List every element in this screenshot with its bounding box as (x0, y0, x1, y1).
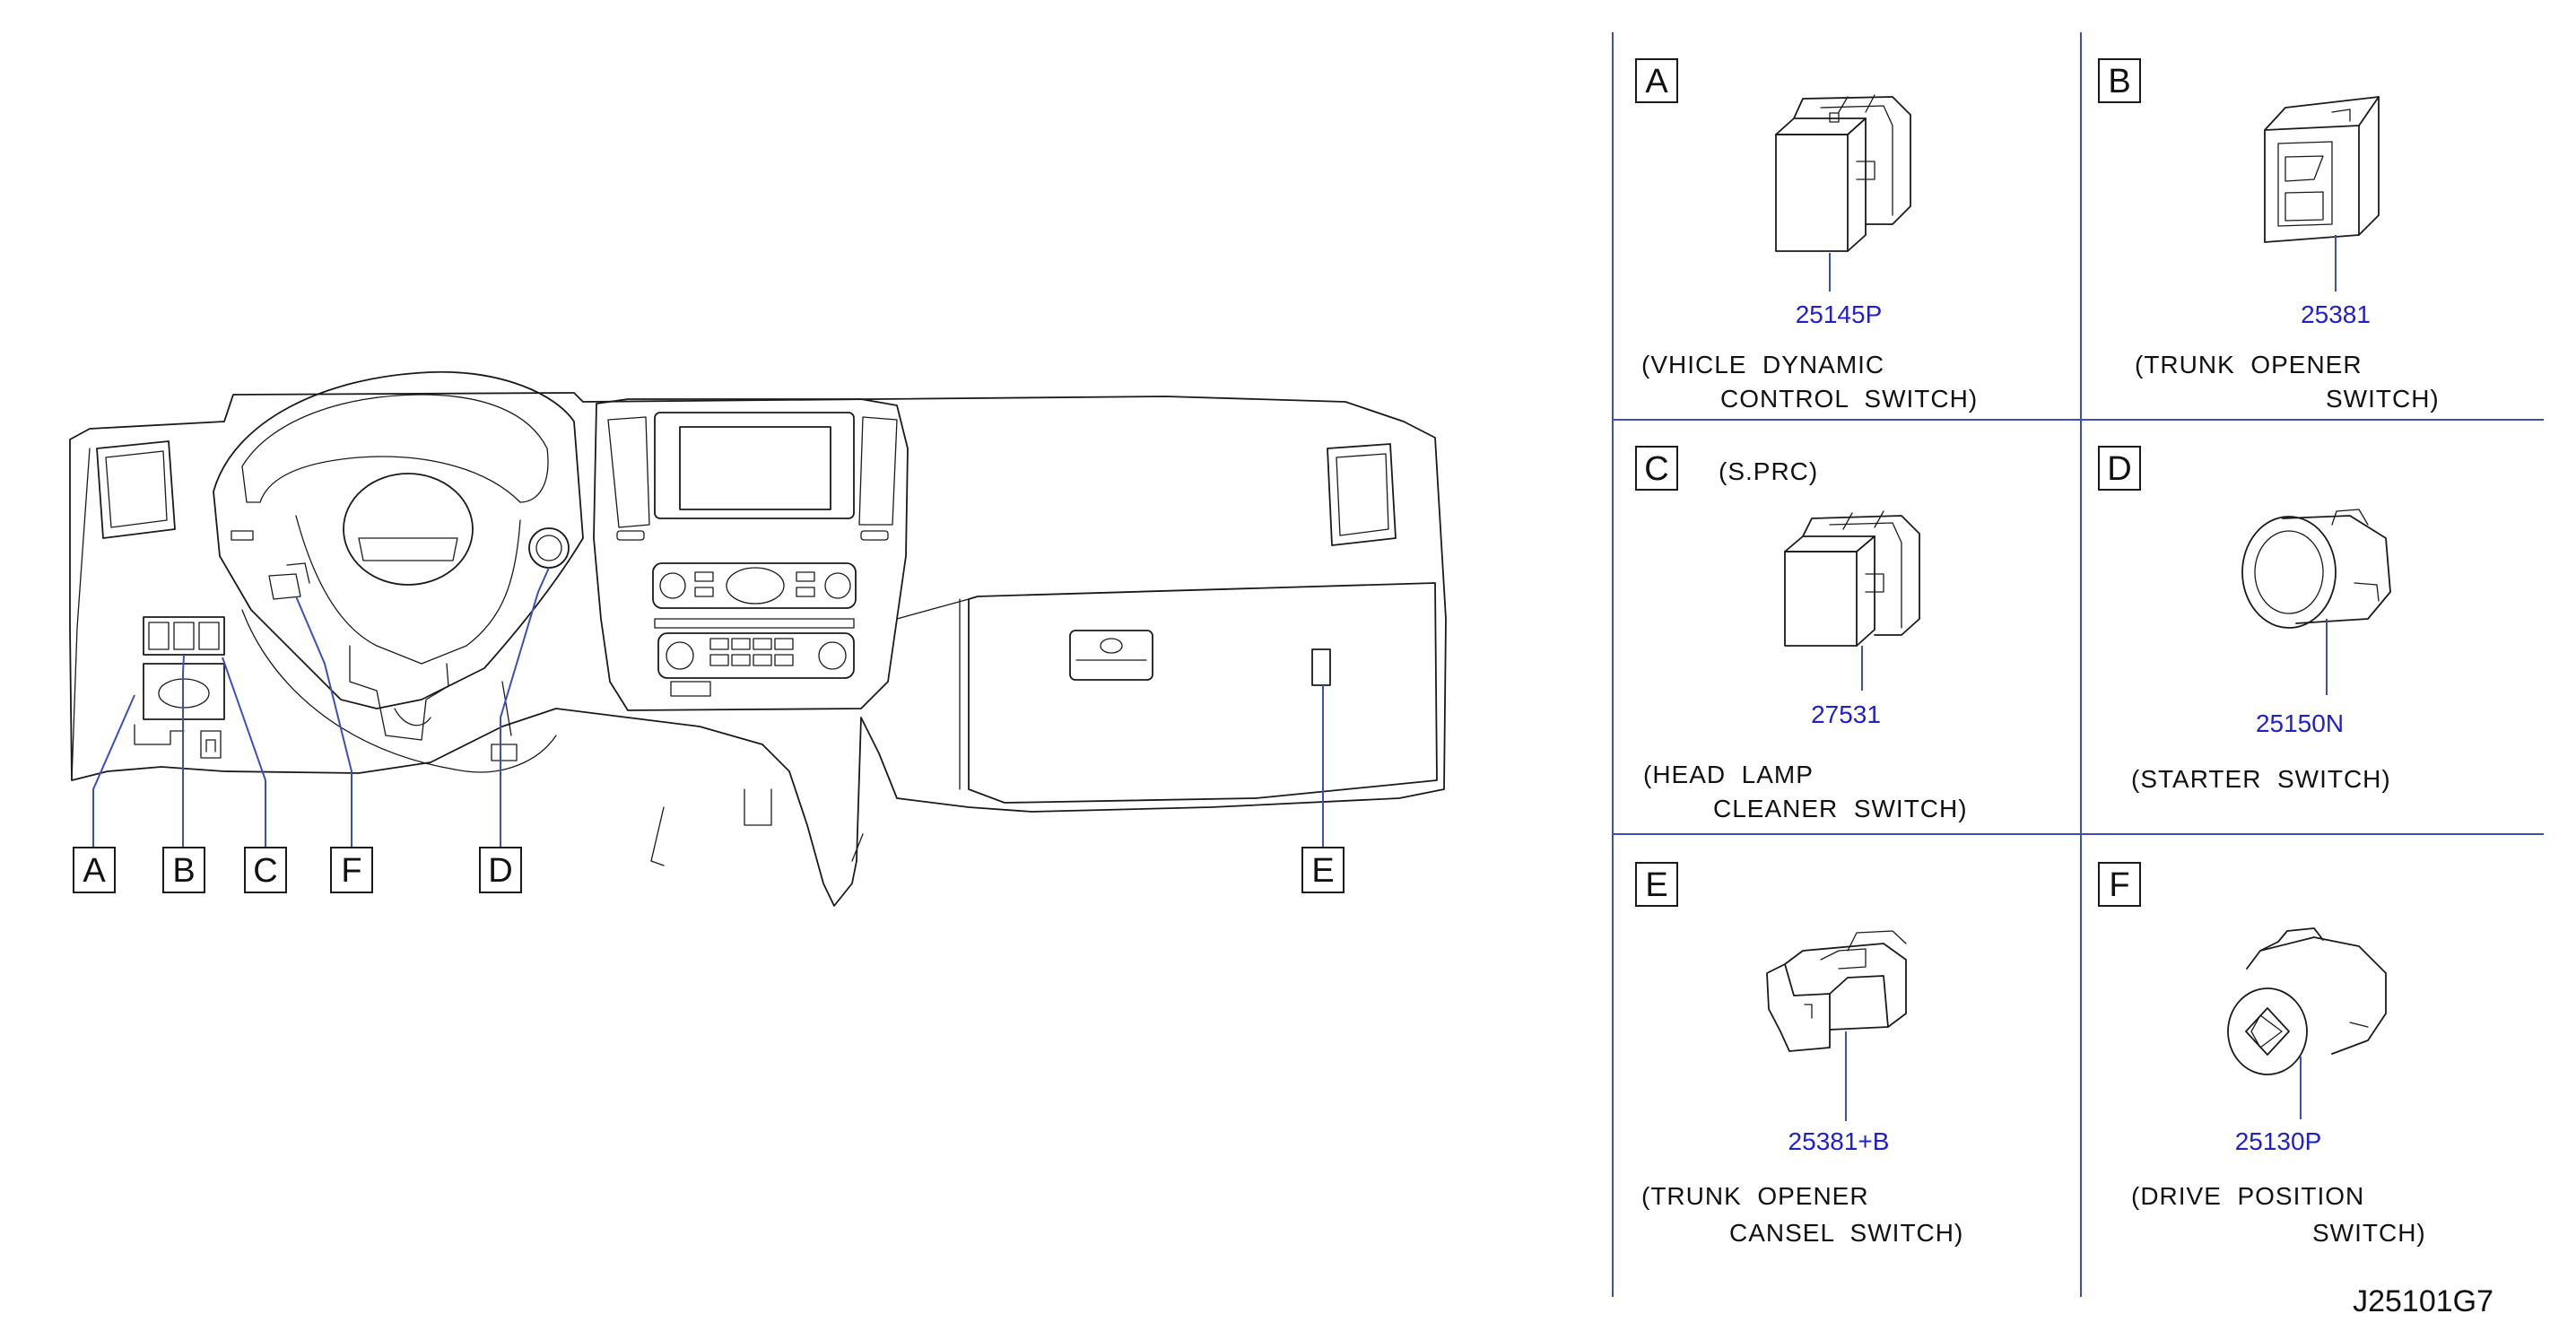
dashboard-illustration (69, 370, 1447, 907)
panel-C: C (S.PRC) 27531 (HEAD LAMP CLEANER SWITC… (1635, 446, 1968, 822)
panel-A: A 25145P (VHICLE DYNAMIC CONTROL SWITCH) (1635, 58, 1978, 413)
callout-F: F (330, 847, 373, 893)
part-number: 25381+B (1788, 1127, 1890, 1155)
drive-position-switch-icon (2227, 927, 2387, 1075)
panel-letter: E (1645, 866, 1667, 904)
panel-letter: B (2108, 63, 2130, 100)
head-lamp-cleaner-switch-icon (1784, 510, 1920, 647)
panel-E: E 25381+B (TRUNK OPENER CANSEL SWITCH) (1635, 862, 1963, 1247)
part-number: 27531 (1811, 700, 1881, 728)
callout-label: A (83, 852, 106, 890)
part-desc-line1: (TRUNK OPENER (1641, 1182, 1869, 1210)
panel-letter: A (1645, 63, 1668, 100)
part-desc-line2: CANSEL SWITCH) (1729, 1219, 1963, 1247)
callout-A: A (73, 847, 116, 893)
leader-lines (92, 567, 1324, 848)
panel-letter: D (2107, 450, 2131, 488)
callout-C: C (244, 847, 287, 893)
part-desc-line2: CLEANER SWITCH) (1713, 795, 1968, 822)
vdc-switch-icon (1775, 94, 1911, 252)
part-number: 25150N (2256, 709, 2344, 737)
starter-switch-icon (2241, 509, 2391, 629)
part-number: 25145P (1796, 300, 1883, 328)
part-desc-line1: (HEAD LAMP (1643, 761, 1814, 788)
trunk-opener-switch-icon (2264, 96, 2380, 243)
part-desc-line1: (VHICLE DYNAMIC (1641, 351, 1884, 378)
callout-label: E (1311, 852, 1334, 890)
callout-label: C (253, 852, 277, 890)
parts-grid-lines (1612, 32, 2544, 1297)
panel-letter: C (1644, 450, 1668, 488)
part-desc-line1: (TRUNK OPENER (2135, 351, 2363, 378)
part-number: 25130P (2235, 1127, 2322, 1155)
callout-E: E (1301, 847, 1345, 893)
callout-D: D (479, 847, 522, 893)
panel-B: B 25381 (TRUNK OPENER SWITCH) (2098, 58, 2440, 413)
panel-D: D 25150N (STARTER SWITCH) (2098, 446, 2391, 793)
part-note: (S.PRC) (1719, 457, 1818, 485)
callout-label: D (488, 852, 512, 890)
part-desc-line1: (STARTER SWITCH) (2131, 765, 2391, 793)
panel-letter: F (2109, 866, 2129, 904)
diagram-code: J25101G7 (2353, 1284, 2493, 1318)
trunk-opener-cancel-switch-icon (1766, 930, 1907, 1052)
callout-B: B (162, 847, 205, 893)
part-number: 25381 (2301, 300, 2371, 328)
part-desc-line2: SWITCH) (2326, 385, 2440, 413)
part-desc-line2: SWITCH) (2312, 1219, 2426, 1247)
part-desc-line1: (DRIVE POSITION (2131, 1182, 2364, 1210)
part-desc-line2: CONTROL SWITCH) (1720, 385, 1978, 413)
panel-F: F 25130P (DRIVE POSITION SWITCH) (2098, 862, 2426, 1247)
callout-label: F (341, 852, 361, 890)
callout-label: B (172, 852, 195, 890)
callout-boxes: A B C F D E (73, 847, 1345, 893)
